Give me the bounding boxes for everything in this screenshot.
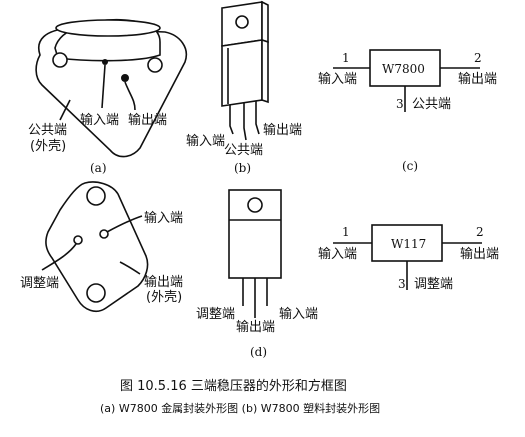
panel-e-block-diagram (333, 224, 482, 290)
panel-a-shell-label: (外壳) (30, 139, 66, 154)
panel-e-output-label: 输出端 (460, 246, 499, 262)
panel-e-input-label: 输入端 (318, 246, 357, 262)
panel-c-pin1: 1 (342, 51, 350, 65)
panel-d-metal-top-view (41, 181, 149, 312)
panel-d-plastic-front-view (228, 189, 282, 318)
panel-d-plastic-output-label: 输出端 (236, 319, 275, 335)
panel-a-metal-package (35, 18, 187, 158)
panel-d-metal-input-label: 输入端 (144, 210, 183, 226)
figure-caption-subtitle: (a) W7800 金属封装外形图 (b) W7800 塑料封装外形图 (100, 401, 380, 415)
panel-a-common-label: 公共端 (28, 123, 67, 138)
panel-b-input-label: 输入端 (186, 133, 225, 149)
panel-e-pin1: 1 (342, 225, 350, 239)
panel-a-output-label: 输出端 (128, 112, 167, 128)
panel-e-pin3: 3 (398, 277, 406, 291)
panel-c-block-diagram (333, 49, 480, 112)
panel-d-plastic-input-label: 输入端 (279, 306, 318, 322)
panel-c-input-label: 输入端 (318, 71, 357, 87)
panel-b-plastic-package (221, 0, 269, 141)
panel-d-metal-output-label: 输出端 (144, 274, 183, 290)
panel-c-output-label: 输出端 (458, 71, 497, 87)
panel-c-common-label: 公共端 (412, 97, 451, 112)
panel-c-pin3: 3 (396, 97, 404, 111)
panel-b-common-label: 公共端 (224, 143, 263, 158)
panel-e-adjust-label: 调整端 (414, 277, 453, 292)
panel-d-tag: (d) (250, 345, 267, 359)
panel-b-tag: (b) (234, 161, 251, 175)
panel-a-tag: (a) (90, 161, 107, 175)
panel-d-metal-adjust-label: 调整端 (20, 276, 59, 291)
panel-b-output-label: 输出端 (263, 122, 302, 138)
panel-c-pin2: 2 (474, 51, 482, 65)
panel-d-metal-shell-label: (外壳) (146, 290, 182, 305)
figure-caption-title: 图 10.5.16 三端稳压器的外形和方框图 (120, 378, 347, 394)
panel-d-plastic-adjust-label: 调整端 (196, 307, 235, 322)
panel-e-pin2: 2 (476, 225, 484, 239)
panel-a-input-label: 输入端 (80, 112, 119, 128)
panel-e-chip-label: W117 (391, 237, 426, 251)
panel-c-chip-label: W7800 (382, 62, 425, 76)
panel-c-tag: (c) (402, 159, 418, 173)
